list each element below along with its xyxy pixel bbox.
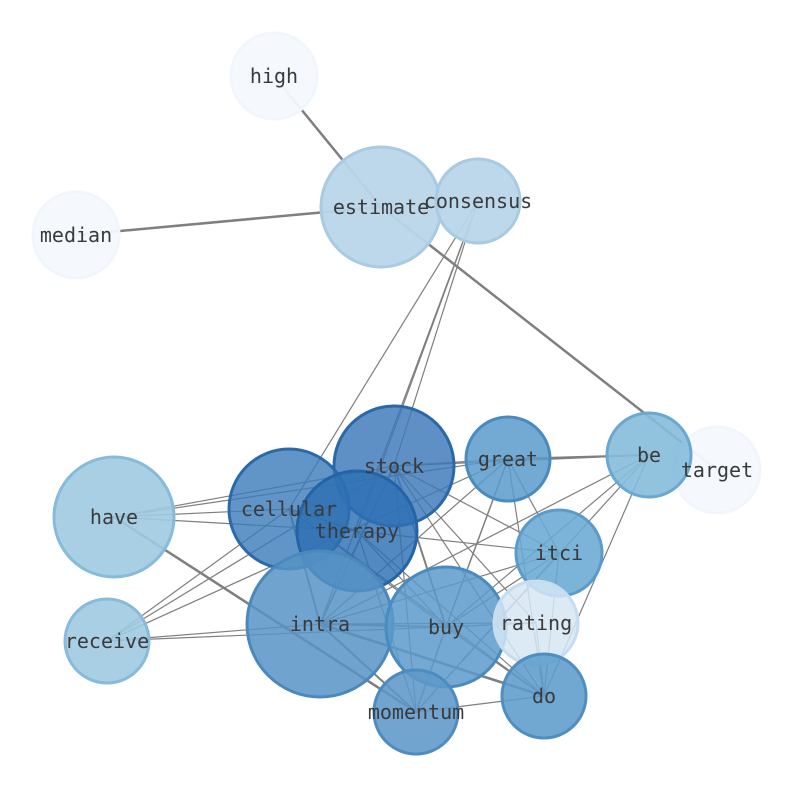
node-label-have: have xyxy=(90,505,138,529)
node-label-great: great xyxy=(478,447,538,471)
node-label-rating: rating xyxy=(500,611,572,635)
node-high xyxy=(229,31,319,121)
node-label-intra: intra xyxy=(290,612,350,636)
node-label-stock: stock xyxy=(364,454,424,478)
node-receive xyxy=(63,597,151,685)
node-label-be: be xyxy=(637,443,661,467)
node-label-momentum: momentum xyxy=(368,700,464,724)
node-label-consensus: consensus xyxy=(424,189,532,213)
nodes-layer xyxy=(31,31,762,756)
node-label-do: do xyxy=(532,684,556,708)
node-consensus xyxy=(434,157,522,245)
node-label-therapy: therapy xyxy=(315,519,399,543)
node-be xyxy=(605,411,693,499)
node-median xyxy=(31,190,121,280)
node-label-high: high xyxy=(250,64,298,88)
node-label-buy: buy xyxy=(428,615,464,639)
node-label-receive: receive xyxy=(65,629,149,653)
node-label-estimate: estimate xyxy=(333,195,429,219)
node-label-itci: itci xyxy=(535,541,583,565)
node-momentum xyxy=(372,668,460,756)
node-label-target: target xyxy=(681,458,753,482)
node-do xyxy=(500,652,588,740)
node-label-cellular: cellular xyxy=(241,497,337,521)
node-label-median: median xyxy=(40,223,112,247)
node-have xyxy=(52,455,176,579)
node-great xyxy=(464,415,552,503)
